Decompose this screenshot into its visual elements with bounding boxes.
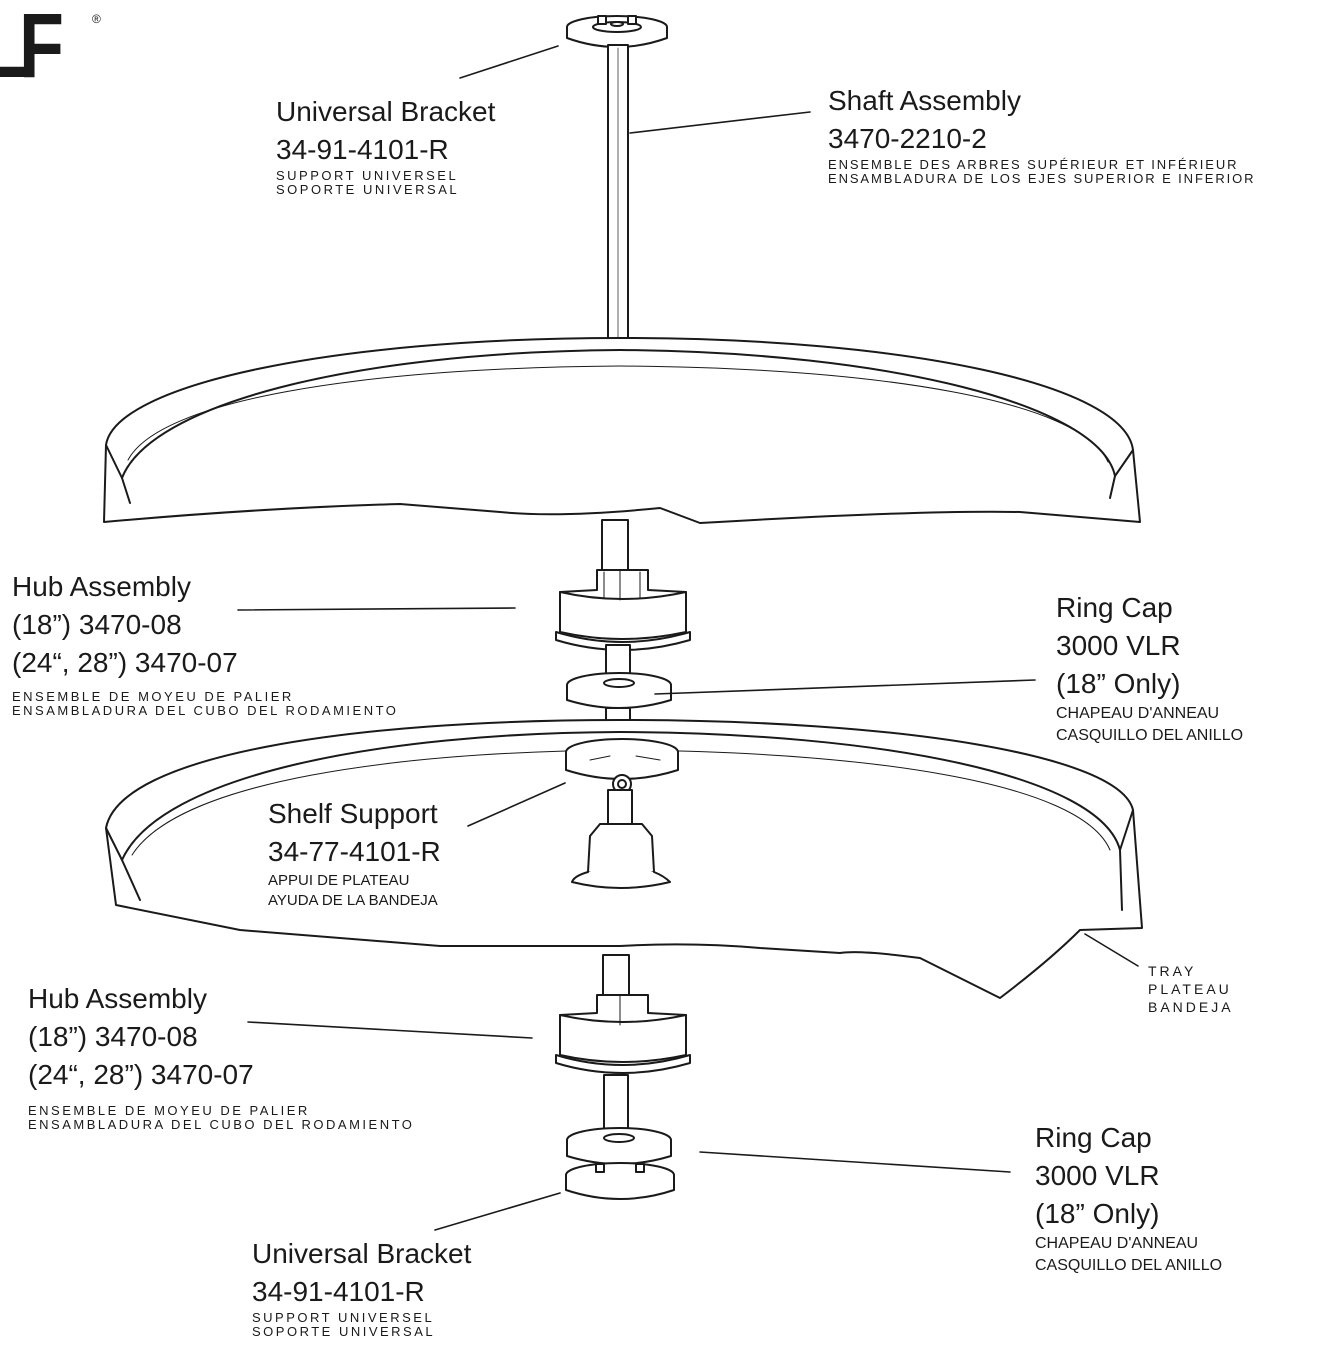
- shelf-support-title: Shelf Support: [268, 798, 438, 829]
- leader-lines: [237, 45, 1139, 1231]
- label-universal-bracket-bottom: Universal Bracket 34-91-4101-R SUPPORT U…: [252, 1235, 471, 1339]
- bracket-top-title: Universal Bracket: [276, 96, 496, 127]
- shaft-lower-2: [602, 954, 630, 996]
- hub-assembly-lower: [555, 994, 691, 1074]
- tray-es: BANDEJA: [1148, 999, 1234, 1015]
- hub-bottom-fr: ENSEMBLE DE MOYEU DE PALIER: [28, 1103, 310, 1118]
- ringcap-top-es: CASQUILLO DEL ANILLO: [1056, 727, 1244, 744]
- ringcap-top-note: (18” Only): [1056, 668, 1181, 699]
- shaft-lower-3: [603, 1074, 629, 1136]
- hub-assembly-upper: [555, 569, 691, 651]
- label-universal-bracket-top: Universal Bracket 34-91-4101-R SUPPORT U…: [276, 93, 495, 197]
- ringcap-top-part: 3000 VLR: [1056, 630, 1181, 661]
- shelf-support-middle: [565, 738, 679, 794]
- label-ring-cap-top: Ring Cap 3000 VLR (18” Only) CHAPEAU D'A…: [1056, 589, 1243, 747]
- hub-top-fr: ENSEMBLE DE MOYEU DE PALIER: [12, 689, 294, 704]
- ringcap-bottom-note: (18” Only): [1035, 1198, 1160, 1229]
- hub-top-title: Hub Assembly: [12, 571, 191, 602]
- hub-top-line3: (24“, 28”) 3470-07: [12, 647, 238, 678]
- ringcap-bottom-title: Ring Cap: [1035, 1122, 1152, 1153]
- shelf-support-lower: [571, 823, 671, 889]
- hub-bottom-title: Hub Assembly: [28, 983, 207, 1014]
- tray-upper: [103, 337, 1141, 524]
- registered-mark: ®: [92, 12, 101, 26]
- bracket-top-part: 34-91-4101-R: [276, 134, 449, 165]
- shelf-support-part: 34-77-4101-R: [268, 836, 441, 867]
- ringcap-top-fr: CHAPEAU D'ANNEAU: [1056, 705, 1220, 722]
- shaft-es: ENSAMBLADURA DE LOS EJES SUPERIOR E INFE…: [828, 171, 1256, 186]
- shaft-fr: ENSEMBLE DES ARBRES SUPÉRIEUR ET INFÉRIE…: [828, 157, 1239, 172]
- bracket-bottom-es: SOPORTE UNIVERSAL: [252, 1324, 436, 1339]
- shaft-middle-2: [605, 644, 631, 676]
- tray-fr: PLATEAU: [1148, 981, 1232, 997]
- hub-bottom-line2: (18”) 3470-08: [28, 1021, 198, 1052]
- hub-top-line2: (18”) 3470-08: [12, 609, 182, 640]
- universal-bracket-lower: [565, 1162, 675, 1200]
- hub-bottom-es: ENSAMBLADURA DEL CUBO DEL RODAMIENTO: [28, 1117, 415, 1132]
- shelf-support-fr: APPUI DE PLATEAU: [268, 872, 410, 889]
- ring-cap-lower: [566, 1127, 672, 1165]
- hub-top-es: ENSAMBLADURA DEL CUBO DEL RODAMIENTO: [12, 703, 399, 718]
- shelf-support-es: AYUDA DE LA BANDEJA: [268, 892, 438, 909]
- label-hub-assembly-bottom: Hub Assembly (18”) 3470-08 (24“, 28”) 34…: [28, 980, 414, 1132]
- ringcap-top-title: Ring Cap: [1056, 592, 1173, 623]
- hub-bottom-line3: (24“, 28”) 3470-07: [28, 1059, 254, 1090]
- label-hub-assembly-top: Hub Assembly (18”) 3470-08 (24“, 28”) 34…: [12, 568, 398, 718]
- bracket-top-fr: SUPPORT UNIVERSEL: [276, 168, 459, 183]
- shaft-part: 3470-2210-2: [828, 123, 987, 154]
- ringcap-bottom-part: 3000 VLR: [1035, 1160, 1160, 1191]
- ringcap-bottom-fr: CHAPEAU D'ANNEAU: [1035, 1235, 1199, 1252]
- bracket-bottom-part: 34-91-4101-R: [252, 1276, 425, 1307]
- universal-bracket-top: [566, 15, 668, 48]
- logo-text: LF: [0, 0, 64, 97]
- ringcap-bottom-es: CASQUILLO DEL ANILLO: [1035, 1257, 1223, 1274]
- bracket-top-es: SOPORTE UNIVERSAL: [276, 182, 460, 197]
- label-shaft-assembly: Shaft Assembly 3470-2210-2 ENSEMBLE DES …: [828, 82, 1255, 186]
- label-shelf-support: Shelf Support 34-77-4101-R APPUI DE PLAT…: [268, 795, 441, 911]
- label-ring-cap-bottom: Ring Cap 3000 VLR (18” Only) CHAPEAU D'A…: [1035, 1119, 1222, 1277]
- ring-cap-upper: [566, 672, 672, 709]
- bracket-bottom-title: Universal Bracket: [252, 1238, 472, 1269]
- tray-en: TRAY: [1148, 963, 1197, 979]
- shaft-middle: [601, 519, 629, 571]
- bracket-bottom-fr: SUPPORT UNIVERSEL: [252, 1310, 435, 1325]
- shaft-lower-1: [607, 789, 633, 825]
- label-tray: TRAY PLATEAU BANDEJA: [1148, 962, 1234, 1016]
- shaft-title: Shaft Assembly: [828, 85, 1021, 116]
